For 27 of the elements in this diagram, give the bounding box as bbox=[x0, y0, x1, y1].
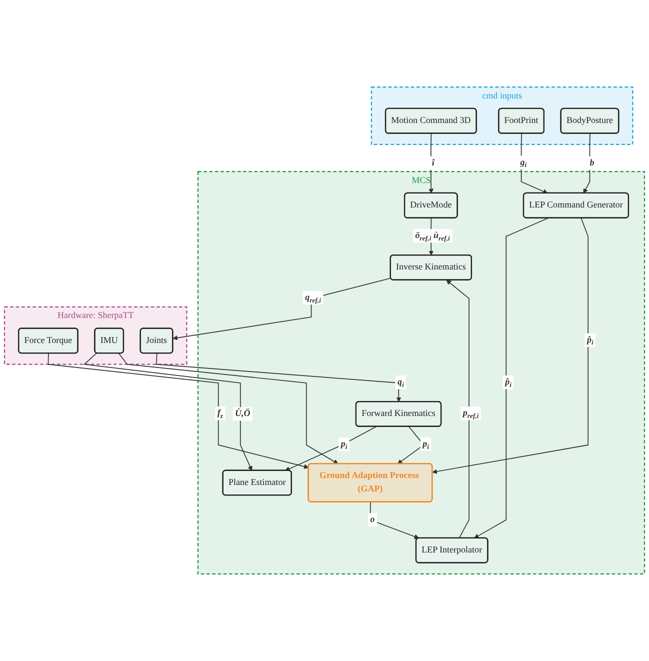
arrow bbox=[83, 352, 252, 471]
arrow bbox=[118, 352, 338, 464]
arrow bbox=[370, 502, 420, 539]
arrow bbox=[583, 133, 590, 194]
arrow bbox=[48, 352, 309, 469]
edge-label: Ù,Ö bbox=[235, 408, 250, 418]
arrow bbox=[432, 218, 588, 474]
arrow bbox=[474, 218, 549, 538]
edge-label: o bbox=[370, 514, 375, 524]
edge-label: q$_{ref,i}$ bbox=[305, 292, 322, 304]
edge-label: p̂$_{i}$ bbox=[505, 377, 512, 389]
edge-label: b bbox=[590, 158, 594, 168]
arrow bbox=[520, 133, 548, 194]
arrow bbox=[428, 133, 434, 194]
edge-label: f$_{z}$ bbox=[217, 408, 224, 420]
edge-label: p̂$_{i}$ bbox=[587, 335, 594, 346]
edge-label: î bbox=[432, 158, 434, 168]
edge-label: ö$_{ref,i}$ ù$_{ref,i}$ bbox=[415, 230, 450, 242]
edge-label: p$_{i}$ bbox=[422, 439, 430, 451]
edge-label: p$_{i}$ bbox=[340, 439, 348, 451]
edge-label: q$_{i}$ bbox=[397, 377, 404, 389]
arrow bbox=[172, 278, 392, 340]
arrow bbox=[285, 426, 377, 472]
edge-label: g$_{i}$ bbox=[520, 157, 527, 169]
arrow bbox=[446, 280, 470, 539]
edge-label: p$_{ref,i}$ bbox=[462, 408, 479, 420]
arrow bbox=[156, 352, 402, 402]
